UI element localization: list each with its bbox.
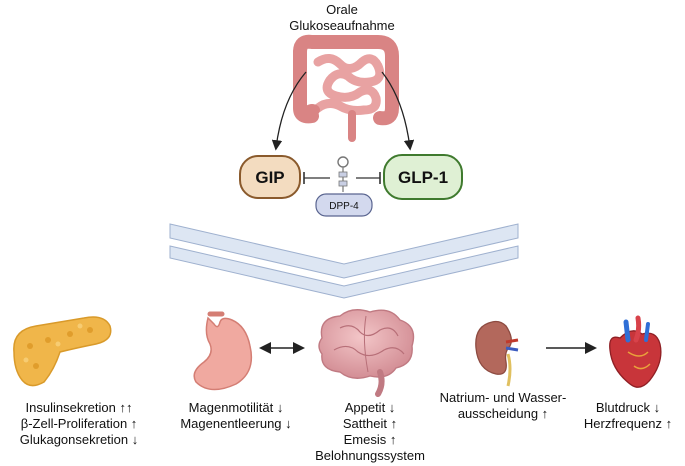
effect-line: Magenentleerung ↓	[180, 416, 292, 431]
intestine-icon	[293, 34, 399, 142]
heart-icon	[609, 315, 662, 388]
effect-line: Glukagonsekretion ↓	[19, 432, 139, 447]
effect-line: ausscheidung ↑	[457, 406, 549, 421]
effect-line: Herzfrequenz ↑	[583, 416, 673, 431]
effect-line: Natrium- und Wasser-	[439, 390, 567, 405]
kidney-icon	[475, 320, 519, 387]
chevron-down-icon	[169, 223, 519, 299]
dpp4-label: DPP-4	[329, 201, 359, 212]
pancreas-icon	[13, 316, 112, 387]
stomach-effects: Magenmotilität ↓ Magenentleerung ↓	[156, 400, 316, 432]
kidney-effects: Natrium- und Wasser- ausscheidung ↑	[418, 390, 588, 422]
effect-line: Appetit ↓	[344, 400, 396, 415]
stomach-icon	[193, 311, 253, 391]
arrow-to-glp1	[381, 71, 415, 151]
effect-line: Magenmotilität ↓	[188, 400, 284, 415]
dpp4-inhibition-left	[303, 172, 330, 184]
glp1-box: GLP-1	[383, 154, 463, 200]
effect-line: Blutdruck ↓	[595, 400, 661, 415]
effect-line: Belohnungssystem	[315, 448, 425, 463]
effect-line: Sattheit ↑	[342, 416, 398, 431]
gip-label: GIP	[255, 168, 284, 187]
brain-icon	[318, 309, 415, 397]
enzyme-icon	[337, 156, 349, 192]
title-line: Glukoseaufnahme	[289, 18, 395, 33]
dpp4-box: DPP-4	[315, 193, 373, 217]
effect-line: β-Zell-Proliferation ↑	[20, 416, 138, 431]
gip-box: GIP	[239, 155, 301, 199]
dpp4-inhibition-right	[356, 172, 381, 184]
heart-effects: Blutdruck ↓ Herzfrequenz ↑	[572, 400, 684, 432]
diagram-title: Orale Glukoseaufnahme	[242, 2, 442, 34]
arrow-to-gip	[271, 71, 307, 151]
effect-line: Insulinsekretion ↑↑	[25, 400, 133, 415]
title-line: Orale	[326, 2, 358, 17]
pancreas-effects: Insulinsekretion ↑↑ β-Zell-Proliferation…	[0, 400, 158, 448]
effect-line: Emesis ↑	[343, 432, 397, 447]
glp1-label: GLP-1	[398, 168, 448, 187]
brain-effects: Appetit ↓ Sattheit ↑ Emesis ↑ Belohnungs…	[292, 400, 448, 464]
